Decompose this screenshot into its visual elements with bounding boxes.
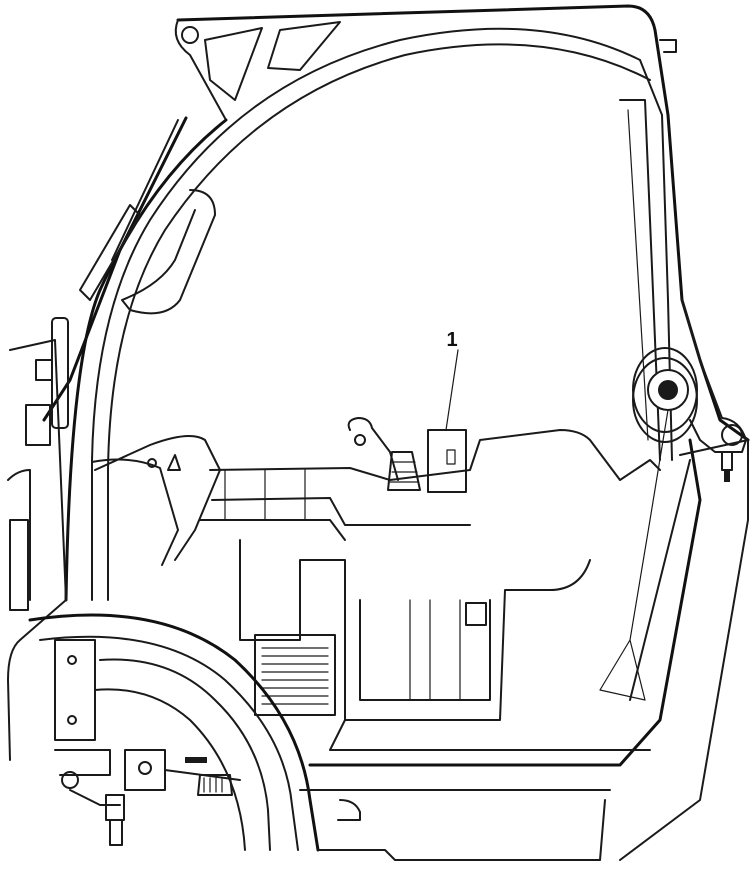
cab-lower-body (7, 339, 749, 861)
fuel-cap (599, 347, 698, 701)
callout-1-label: 1 (446, 329, 457, 351)
vent-grille (261, 647, 329, 705)
hitch-linkage (54, 749, 241, 846)
cab-frame (64, 4, 750, 602)
side-mirror (25, 317, 69, 446)
seat-and-dashboard (91, 417, 661, 566)
callout-1-leader-line (445, 349, 459, 431)
callout-1: 1 (445, 329, 459, 431)
